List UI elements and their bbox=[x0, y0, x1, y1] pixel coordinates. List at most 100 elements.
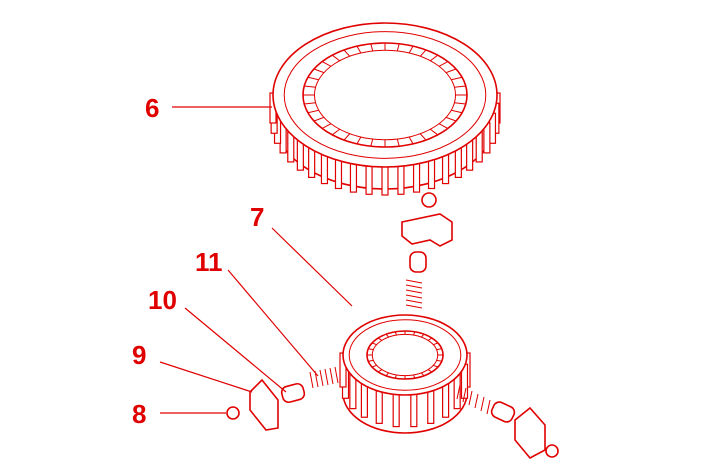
gear-tooth bbox=[410, 391, 418, 428]
gear-spline bbox=[321, 123, 332, 129]
spring-right bbox=[456, 384, 491, 415]
pin-10 bbox=[280, 382, 306, 404]
callout-11: 11 bbox=[195, 247, 223, 277]
gear-spline bbox=[307, 109, 319, 114]
gear-spline bbox=[307, 76, 319, 81]
gear-spline bbox=[356, 136, 362, 145]
callout-9: 9 bbox=[132, 340, 146, 370]
shifting-key-9 bbox=[249, 378, 279, 431]
gear-tooth bbox=[296, 139, 304, 171]
gear-spline bbox=[454, 85, 466, 88]
gear-spline bbox=[377, 337, 383, 341]
gear-spline bbox=[343, 49, 351, 57]
gear-spline bbox=[304, 85, 316, 88]
gear-tooth bbox=[454, 146, 462, 179]
gear-tooth bbox=[397, 163, 405, 195]
gear-spline bbox=[371, 342, 377, 346]
detent-assembly-top bbox=[401, 192, 453, 309]
gear-spline bbox=[368, 359, 374, 362]
gear-spline bbox=[430, 128, 439, 136]
spring-11 bbox=[309, 366, 339, 389]
gear-spline bbox=[454, 102, 466, 105]
gear-spline bbox=[427, 369, 433, 373]
gear-spline bbox=[420, 372, 425, 377]
gear-bore-inner bbox=[313, 49, 457, 141]
gear-spline bbox=[331, 54, 340, 62]
leader-10 bbox=[184, 307, 287, 393]
detent-assembly-right bbox=[456, 384, 559, 460]
gear-tooth bbox=[334, 157, 343, 190]
callout-7: 7 bbox=[250, 202, 264, 232]
gear-spline bbox=[412, 331, 416, 336]
synchronizer-hub-7 bbox=[339, 314, 471, 434]
gear-spline bbox=[377, 369, 383, 373]
gear-spline bbox=[436, 359, 442, 362]
gear-spline bbox=[321, 61, 332, 67]
gear-bore-inner bbox=[371, 333, 439, 377]
gear-spline bbox=[371, 364, 377, 368]
gear-spline bbox=[394, 331, 398, 336]
detent-assembly-left bbox=[226, 366, 339, 431]
gear-spline bbox=[419, 49, 427, 57]
gear-tooth bbox=[349, 161, 358, 193]
gear-spline bbox=[394, 374, 398, 379]
ball-top bbox=[421, 192, 437, 208]
gear-spline bbox=[304, 102, 316, 105]
gear-spline bbox=[331, 128, 340, 136]
spring-top bbox=[405, 279, 423, 309]
gear-spline bbox=[427, 337, 433, 341]
callout-10: 10 bbox=[148, 285, 177, 315]
gear-bore bbox=[302, 42, 468, 148]
gear-spline bbox=[343, 133, 351, 141]
gear-spline bbox=[433, 342, 439, 346]
gear-spline bbox=[412, 374, 416, 379]
gear-spline bbox=[370, 138, 374, 147]
gear-spline bbox=[438, 61, 449, 67]
ball-8 bbox=[226, 406, 240, 420]
gear-spline bbox=[433, 364, 439, 368]
gear-rim bbox=[348, 319, 462, 391]
gear-spline bbox=[370, 43, 374, 52]
gear-spline bbox=[396, 138, 400, 147]
callout-6: 6 bbox=[145, 93, 159, 123]
gear-spline bbox=[419, 133, 427, 141]
gear-tooth bbox=[441, 152, 450, 185]
gear-tooth bbox=[365, 163, 373, 195]
gear-tooth bbox=[466, 139, 474, 171]
pin-right bbox=[490, 401, 516, 423]
gear-spline bbox=[436, 348, 442, 351]
gear-tooth bbox=[442, 382, 450, 418]
gear-tooth bbox=[412, 161, 421, 193]
gear-spline bbox=[420, 333, 425, 338]
gear-spline bbox=[385, 333, 390, 338]
gear-spline bbox=[368, 348, 374, 351]
gear-spline bbox=[451, 76, 463, 81]
gear-rim bbox=[283, 31, 487, 159]
gear-spline bbox=[451, 109, 463, 114]
leader-11 bbox=[227, 269, 319, 377]
gear-spline bbox=[438, 123, 449, 129]
shifting-key-top bbox=[401, 213, 453, 247]
shifting-key-right bbox=[514, 406, 546, 460]
gear-spline bbox=[445, 68, 457, 74]
gear-spline bbox=[385, 372, 390, 377]
gear-spline bbox=[408, 45, 414, 54]
gear-spline bbox=[445, 116, 457, 122]
gear-spline bbox=[313, 116, 325, 122]
gear-spline bbox=[356, 45, 362, 54]
leader-7 bbox=[271, 227, 353, 307]
leader-9 bbox=[159, 361, 253, 393]
gear-spline bbox=[408, 136, 414, 145]
gear-tooth bbox=[308, 146, 316, 179]
gear-spline bbox=[313, 68, 325, 74]
gear-tooth bbox=[427, 388, 435, 424]
ball-right bbox=[545, 444, 559, 458]
gear-tooth bbox=[381, 164, 389, 196]
gear-tooth bbox=[375, 388, 383, 424]
synchronizer-sleeve-6 bbox=[269, 22, 501, 196]
pin-top bbox=[409, 251, 427, 273]
gear-tooth bbox=[427, 157, 436, 190]
gear-tooth bbox=[320, 152, 329, 185]
